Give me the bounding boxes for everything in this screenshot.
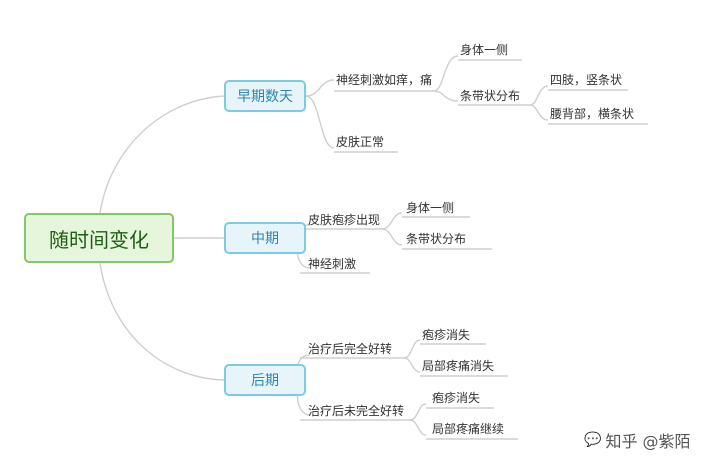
node-early[interactable]: 早期数天 — [224, 80, 306, 112]
node-late-partial[interactable]: 治疗后未完全好转 — [308, 404, 405, 418]
node-early-skin[interactable]: 皮肤正常 — [336, 135, 385, 149]
node-early-band[interactable]: 条带状分布 — [460, 89, 521, 103]
node-late-full[interactable]: 治疗后完全好转 — [308, 342, 393, 356]
node-late[interactable]: 后期 — [224, 364, 306, 396]
node-early-limbs[interactable]: 四肢，竖条状 — [550, 73, 623, 87]
node-late-full-pain[interactable]: 局部疼痛消失 — [422, 359, 495, 373]
watermark-text: 知乎 @紫陌 — [605, 432, 691, 451]
node-middle-nerve[interactable]: 神经刺激 — [308, 257, 357, 271]
node-middle-band[interactable]: 条带状分布 — [406, 232, 467, 246]
chat-bubble-icon: 💬 — [584, 432, 602, 448]
node-late-full-rash[interactable]: 疱疹消失 — [422, 328, 471, 342]
node-early-back[interactable]: 腰背部，横条状 — [550, 107, 635, 121]
node-late-partial-rash[interactable]: 疱疹消失 — [432, 391, 481, 405]
node-early-side[interactable]: 身体一侧 — [460, 43, 509, 57]
node-late-partial-pain[interactable]: 局部疼痛继续 — [432, 422, 505, 436]
watermark: 💬 知乎 @紫陌 — [584, 428, 691, 452]
node-early-nerve[interactable]: 神经刺激如痒，痛 — [336, 73, 433, 87]
node-middle-side[interactable]: 身体一侧 — [406, 201, 455, 215]
node-middle-rash[interactable]: 皮肤疱疹出现 — [308, 213, 381, 227]
node-middle[interactable]: 中期 — [224, 222, 306, 254]
root-node[interactable]: 随时间变化 — [24, 213, 174, 263]
